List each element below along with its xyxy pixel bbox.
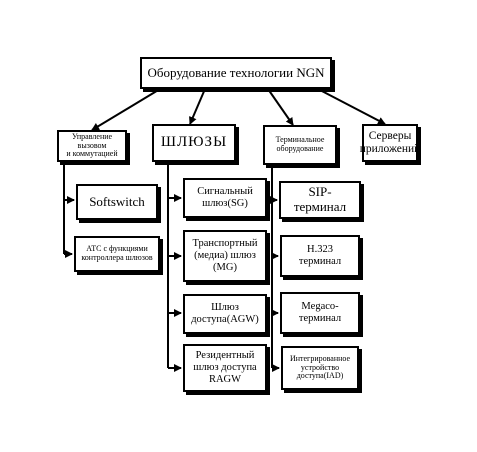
- node-pbx-gateway-controller: АТС с функциями контроллера шлюзов: [74, 236, 160, 272]
- category-application-servers: Серверы приложений: [360, 124, 420, 162]
- node-residential-gateway: Резидентный шлюз доступа RAGW: [183, 344, 267, 392]
- arrow-root-to-terminals: [267, 88, 294, 126]
- node-sip-terminal: SIP-терминал: [279, 181, 361, 219]
- node-integrated-access-device: Интегрированное устройство доступа(IAD): [281, 346, 359, 390]
- category-gateways: ШЛЮЗЫ: [152, 124, 236, 162]
- category-call-control: Управление вызовом и коммутацией: [57, 130, 127, 162]
- root-ngn-equipment: Оборудование технологии NGN: [140, 57, 332, 89]
- node-h323-terminal: H.323 терминал: [280, 235, 360, 277]
- arrow-root-to-app-servers: [317, 88, 386, 125]
- node-media-gateway: Транспортный (медиа) шлюз (MG): [183, 230, 267, 282]
- arrow-root-to-gateways: [189, 88, 206, 125]
- node-access-gateway: Шлюз доступа(AGW): [183, 294, 267, 334]
- node-signaling-gateway: Сигнальный шлюз(SG): [183, 178, 267, 218]
- node-megaco-terminal: Megaco- терминал: [280, 292, 360, 334]
- arrow-root-to-call-control: [91, 88, 161, 131]
- category-terminal-equipment: Терминальное оборудование: [263, 125, 337, 165]
- node-softswitch: Softswitch: [76, 184, 158, 220]
